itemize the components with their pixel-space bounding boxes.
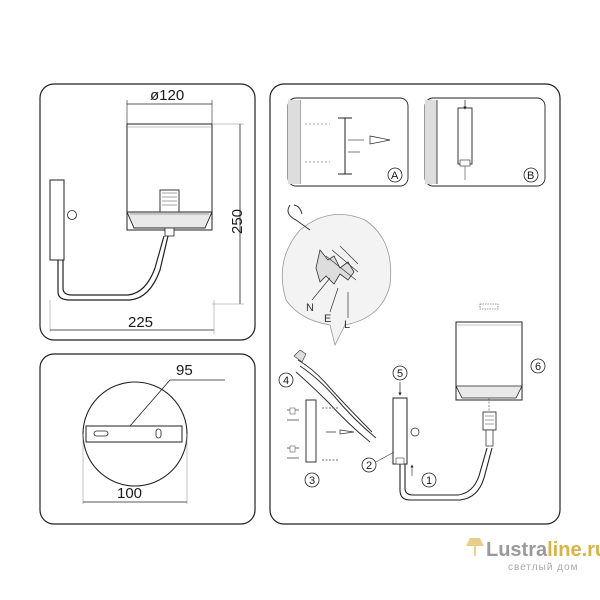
step-3-mounting: 3 [287, 399, 355, 488]
installation-panel: A B N E L [269, 83, 561, 525]
wiring-bubble: N E L [281, 204, 392, 347]
watermark-brand: Lustraline.ru [486, 539, 600, 561]
wire-label-e: E [324, 313, 333, 325]
watermark-brand-main: Lustra [486, 539, 548, 561]
depth-dimension-label: 225 [128, 314, 153, 331]
watermark-brand-accent: line.ru [547, 539, 600, 561]
detail-b-label: B [527, 170, 534, 182]
side-view-panel: ø120 250 225 [39, 83, 256, 341]
step-3-label: 3 [309, 475, 315, 487]
detail-a-label: A [391, 170, 399, 182]
watermark-logo: Lustraline.ru светлый дом [466, 538, 600, 573]
step-2-marker: 2 [361, 451, 414, 476]
step-1-label: 1 [426, 475, 432, 487]
lamp-shade [126, 123, 213, 237]
height-dimension-label: 250 [229, 209, 246, 234]
detail-b-box: B [424, 97, 546, 187]
wire-label-n: N [306, 302, 316, 314]
watermark-subtitle: светлый дом [508, 562, 578, 573]
step-6-shade: 6 [455, 303, 546, 447]
base-diameter-label: 100 [117, 485, 142, 502]
lamp-arm [49, 179, 169, 301]
wire-label-l: L [344, 319, 352, 331]
step-4-wires: 4 [278, 349, 377, 443]
step-1-marker: 1 [421, 472, 437, 488]
detail-a-box: A [287, 97, 409, 187]
step-5-label: 5 [397, 368, 403, 380]
base-width-label: 95 [176, 362, 193, 379]
step-6-label: 6 [535, 361, 541, 373]
diameter-dimension-label: ø120 [150, 87, 184, 104]
base-view-panel: 95 100 [39, 353, 256, 525]
step-2-label: 2 [366, 460, 372, 472]
step-4-label: 4 [283, 375, 289, 387]
step-5-bracket: 5 [392, 365, 493, 501]
